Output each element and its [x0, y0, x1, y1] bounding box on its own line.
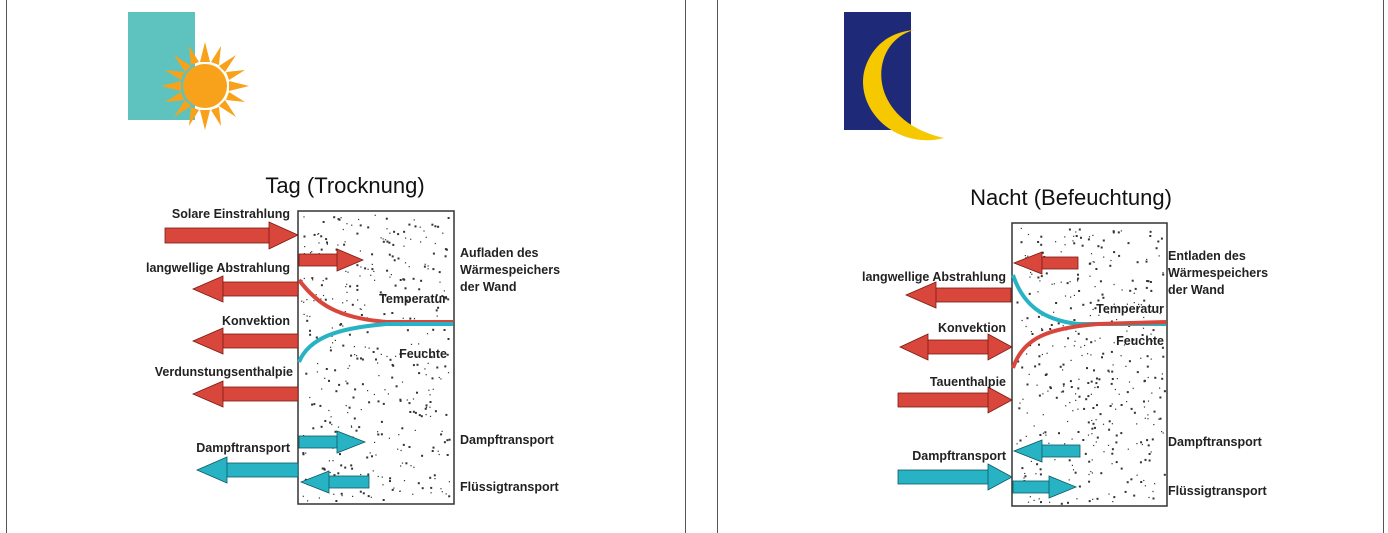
label-evaporation: Verdunstungsenthalpie — [155, 365, 293, 379]
temperature-curve — [297, 278, 453, 324]
label-moisture: Feuchte — [1116, 334, 1164, 348]
temperature-curve — [1011, 320, 1167, 369]
label-storage-1: Entladen des — [1168, 249, 1246, 263]
label-storage-3: der Wand — [460, 280, 516, 294]
night-title: Nacht (Befeuchtung) — [970, 185, 1172, 210]
longwave-arrow — [191, 275, 299, 303]
condensation-arrow — [897, 386, 1013, 414]
label-storage-1: Aufladen des — [460, 246, 539, 260]
vapor-left-arrow — [195, 456, 299, 484]
night-panel: Nacht (Befeuchtung) langwellige Abstrahl… — [717, 0, 1384, 533]
day-diagram: Tag (Trocknung) Solare Einstrahlung — [128, 12, 560, 505]
moon-icon — [863, 30, 944, 141]
label-liquid-right: Flüssigtransport — [1168, 484, 1267, 498]
label-moisture: Feuchte — [399, 347, 447, 361]
label-solar: Solare Einstrahlung — [172, 207, 290, 221]
night-diagram: Nacht (Befeuchtung) langwellige Abstrahl… — [844, 12, 1268, 507]
liquid-arrow — [1012, 475, 1078, 499]
liquid-arrow — [299, 470, 370, 494]
vapor-left-arrow — [897, 463, 1013, 491]
label-temperature: Temperatur — [379, 292, 447, 306]
vapor-out-arrow — [298, 430, 367, 454]
label-storage-2: Wärmespeichers — [460, 263, 560, 277]
label-vapor-right: Dampftransport — [1168, 435, 1263, 449]
longwave-arrow — [904, 281, 1012, 309]
label-temperature: Temperatur — [1096, 302, 1164, 316]
solar-arrow — [164, 221, 299, 250]
moisture-curve — [1011, 274, 1166, 326]
label-condensation: Tauenthalpie — [930, 375, 1006, 389]
label-convection: Konvektion — [938, 321, 1006, 335]
label-vapor-right: Dampftransport — [460, 433, 555, 447]
convection-arrow — [899, 333, 1013, 361]
label-storage-3: der Wand — [1168, 283, 1224, 297]
day-panel: Tag (Trocknung) Solare Einstrahlung — [6, 0, 686, 533]
label-vapor-left: Dampftransport — [912, 449, 1007, 463]
label-convection: Konvektion — [222, 314, 290, 328]
day-title: Tag (Trocknung) — [265, 173, 424, 198]
evaporation-arrow — [191, 380, 299, 408]
wall-texture — [301, 214, 451, 502]
label-storage-2: Wärmespeichers — [1168, 266, 1268, 280]
label-liquid-right: Flüssigtransport — [460, 480, 559, 494]
label-longwave: langwellige Abstrahlung — [146, 261, 290, 275]
sun-icon — [161, 42, 249, 130]
storage-discharge-arrow — [1012, 251, 1079, 275]
convection-arrow — [191, 327, 299, 355]
label-vapor-left: Dampftransport — [196, 441, 291, 455]
storage-charge-arrow — [298, 248, 365, 272]
label-longwave: langwellige Abstrahlung — [862, 270, 1006, 284]
moisture-curve — [297, 322, 453, 363]
vapor-in-arrow — [1012, 439, 1081, 463]
